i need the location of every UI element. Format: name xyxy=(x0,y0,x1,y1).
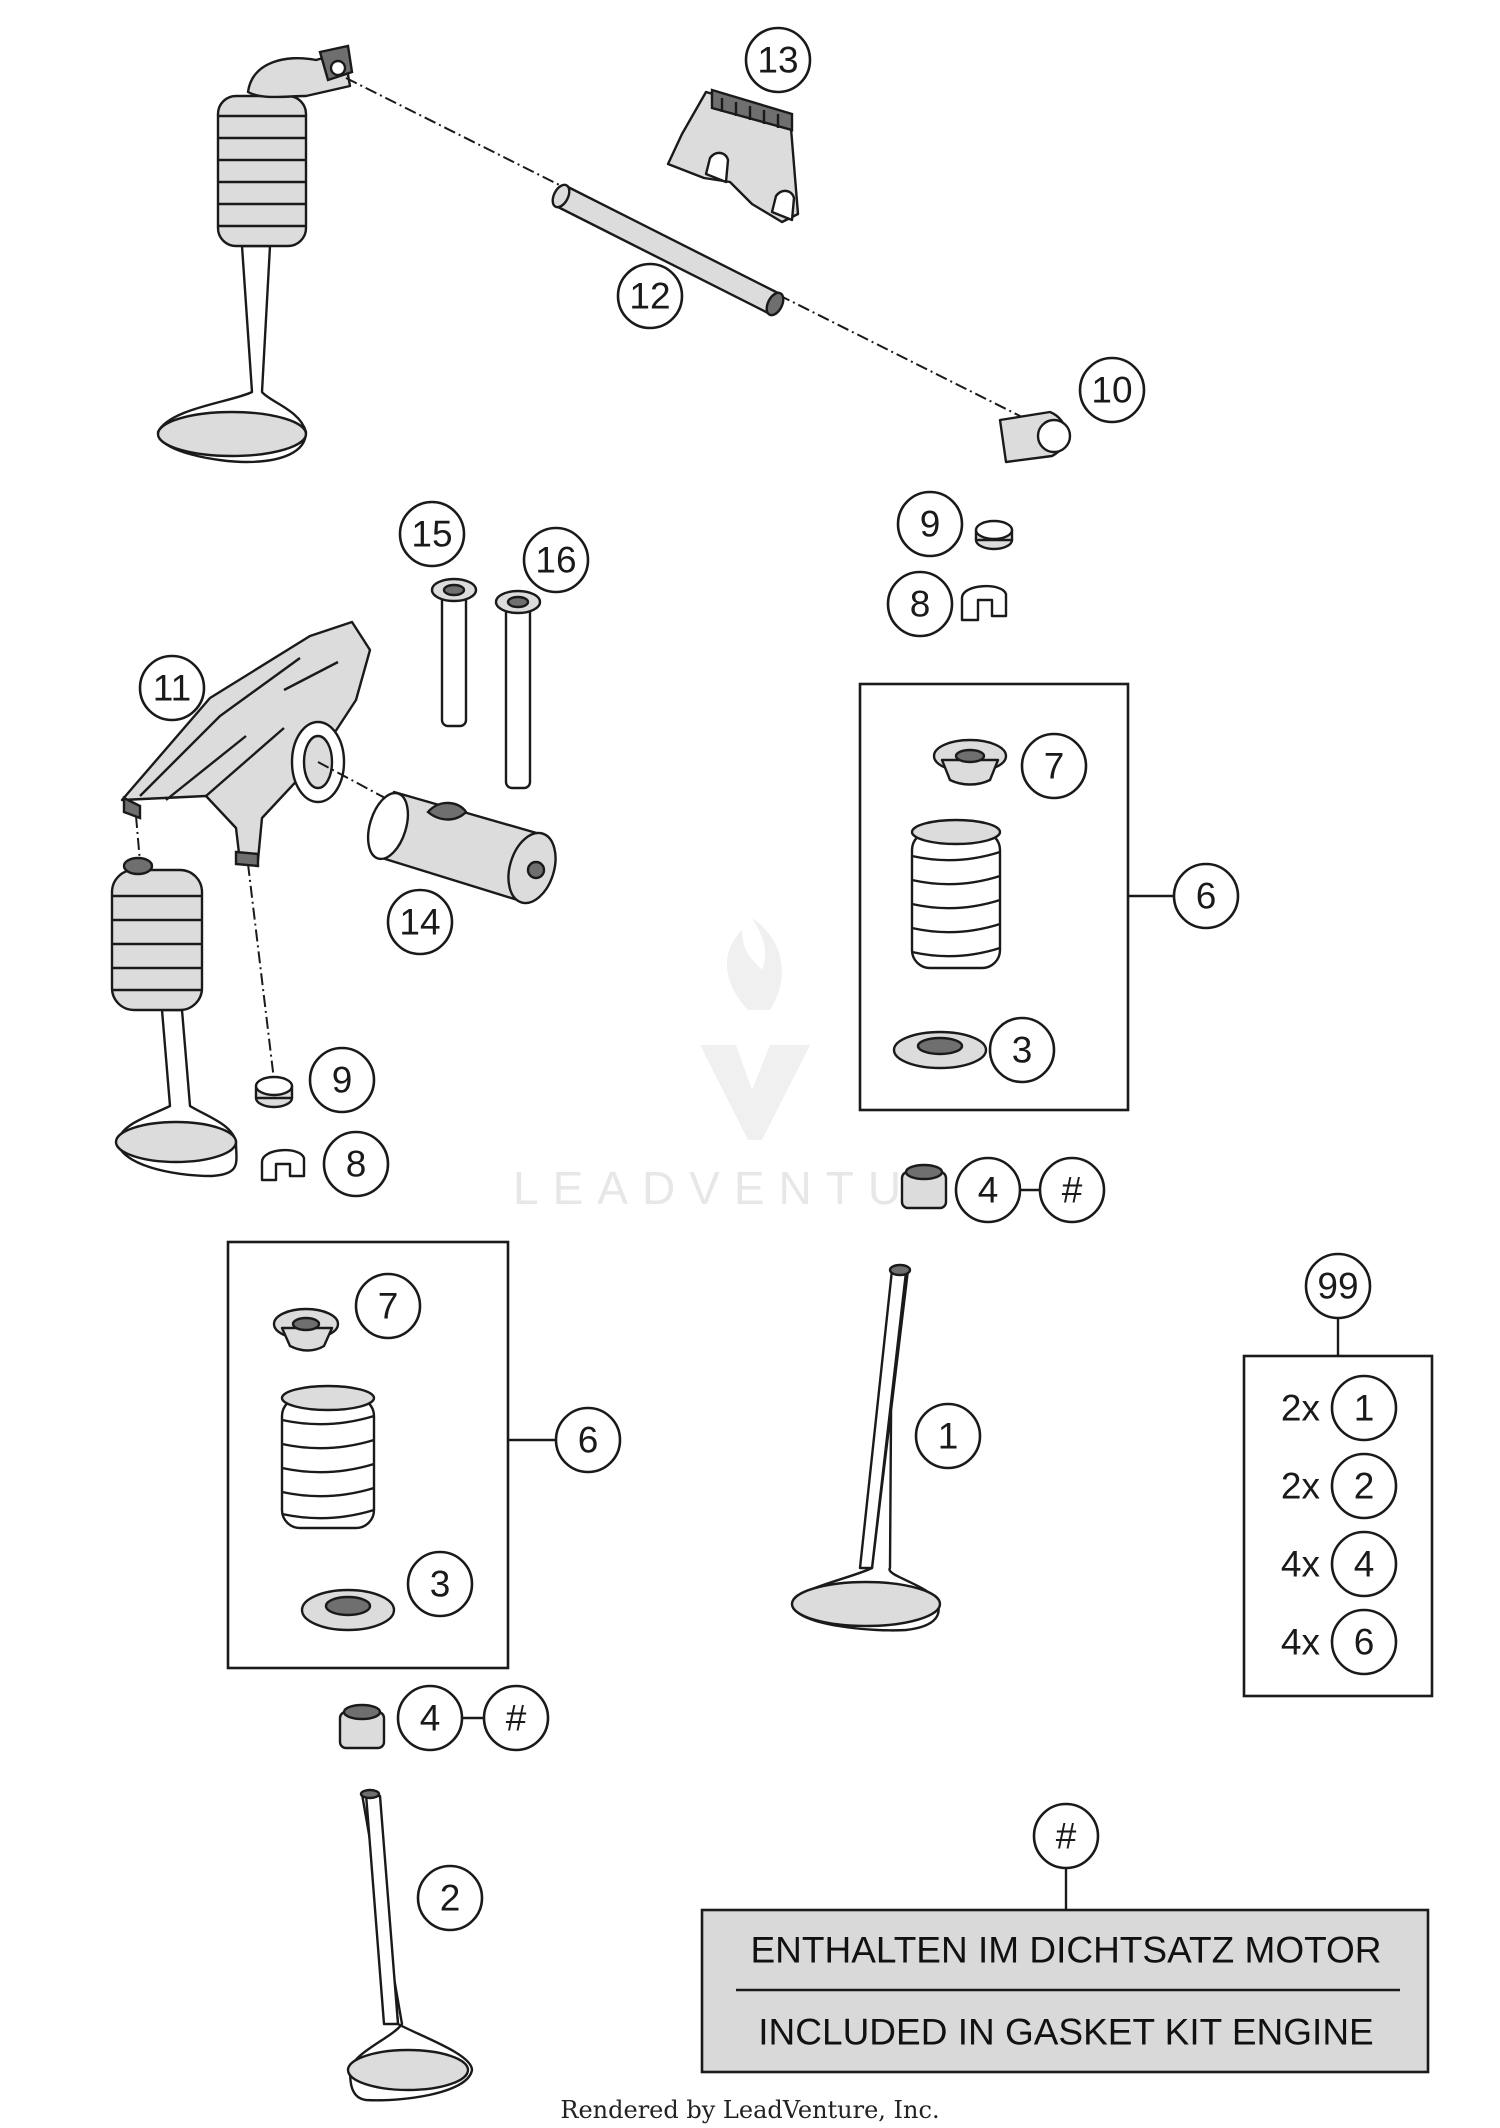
svg-text:#: # xyxy=(1056,1816,1077,1857)
callout-7-left[interactable]: 7 xyxy=(354,1272,422,1340)
svg-text:99: 99 xyxy=(1317,1266,1358,1307)
kit-99-row: 2x 2 xyxy=(1281,1452,1398,1520)
svg-text:14: 14 xyxy=(399,902,440,943)
kit-99-ref-callout[interactable]: 1 xyxy=(1330,1374,1398,1442)
callout-6-left[interactable]: 6 xyxy=(554,1406,622,1474)
svg-text:3: 3 xyxy=(1012,1030,1033,1071)
valve-keeper-part-8-left xyxy=(260,1148,306,1182)
callout-8-right[interactable]: 8 xyxy=(886,570,954,638)
svg-text:#: # xyxy=(1062,1170,1083,1211)
spring-retainer-part-7-left xyxy=(272,1307,340,1352)
kit-99-row: 4x 6 xyxy=(1281,1608,1398,1676)
svg-text:8: 8 xyxy=(910,584,931,625)
svg-text:12: 12 xyxy=(629,276,670,317)
cam-bridge-part-13 xyxy=(666,88,800,224)
callout-8-left[interactable]: 8 xyxy=(322,1130,390,1198)
callout-99[interactable]: 99 xyxy=(1304,1252,1372,1320)
callout-hash-left[interactable]: # xyxy=(482,1684,550,1752)
callout-6-right[interactable]: 6 xyxy=(1172,862,1240,930)
kit-99-ref-callout[interactable]: 4 xyxy=(1330,1530,1398,1598)
valve-stem-seal-part-4-right xyxy=(900,1163,948,1210)
callout-15[interactable]: 15 xyxy=(398,500,466,568)
svg-text:7: 7 xyxy=(378,1286,399,1327)
svg-text:4: 4 xyxy=(1354,1544,1375,1585)
svg-text:16: 16 xyxy=(535,540,576,581)
callout-9-right[interactable]: 9 xyxy=(896,490,964,558)
rocker-shaft-part-15 xyxy=(430,577,478,728)
callout-9-left[interactable]: 9 xyxy=(308,1046,376,1114)
callout-3-left[interactable]: 3 xyxy=(406,1550,474,1618)
callout-1[interactable]: 1 xyxy=(914,1402,982,1470)
valve-keeper-part-8-right xyxy=(960,584,1008,622)
svg-text:6: 6 xyxy=(1196,876,1217,917)
spring-seat-part-3-left xyxy=(300,1588,396,1632)
kit-99-ref-callout[interactable]: 2 xyxy=(1330,1452,1398,1520)
callout-3-right[interactable]: 3 xyxy=(988,1016,1056,1084)
rocker-arm-part-10 xyxy=(998,410,1072,464)
svg-text:6: 6 xyxy=(1354,1622,1375,1663)
svg-text:9: 9 xyxy=(332,1060,353,1101)
kit-99-qty: 2x xyxy=(1281,1388,1321,1429)
svg-text:13: 13 xyxy=(757,40,798,81)
svg-text:1: 1 xyxy=(1354,1388,1375,1429)
kit-99-ref-callout[interactable]: 6 xyxy=(1330,1608,1398,1676)
intake-valve-axis-line xyxy=(135,815,141,863)
rocker-arm-part-11 xyxy=(120,620,372,868)
callout-13[interactable]: 13 xyxy=(744,26,812,94)
svg-text:15: 15 xyxy=(411,514,452,555)
callout-4-right[interactable]: 4 xyxy=(954,1156,1022,1224)
svg-text:#: # xyxy=(506,1698,527,1739)
kit-99-box xyxy=(1242,1354,1434,1698)
kit-99-qty: 4x xyxy=(1281,1544,1321,1585)
svg-text:8: 8 xyxy=(346,1144,367,1185)
svg-text:11: 11 xyxy=(153,668,191,709)
note-line-german: ENTHALTEN IM DICHTSATZ MOTOR xyxy=(750,1930,1381,1971)
note-line-english: INCLUDED IN GASKET KIT ENGINE xyxy=(758,2012,1373,2053)
render-credit: Rendered by LeadVenture, Inc. xyxy=(560,2096,939,2124)
rocker-shaft-part-16 xyxy=(494,589,542,790)
exhaust-valve-assembly-top xyxy=(156,44,354,464)
svg-text:2: 2 xyxy=(440,1878,461,1919)
svg-text:6: 6 xyxy=(578,1420,599,1461)
intake-valve-part-2 xyxy=(346,1788,474,2102)
spring-set-box-left xyxy=(226,1240,510,1670)
exhaust-valve-part-1 xyxy=(790,1263,942,1632)
spring-retainer-part-7-right xyxy=(932,738,1008,786)
svg-text:7: 7 xyxy=(1044,746,1065,787)
kit-99-qty: 4x xyxy=(1281,1622,1321,1663)
callout-hash-note[interactable]: # xyxy=(1032,1802,1100,1870)
shim-part-9-right xyxy=(974,519,1014,551)
callout-hash-right[interactable]: # xyxy=(1038,1156,1106,1224)
callout-16[interactable]: 16 xyxy=(522,526,590,594)
leader-lines xyxy=(462,894,1174,1720)
valve-spring-part-right xyxy=(910,818,1002,970)
leadventure-flame-logo xyxy=(700,918,810,1140)
svg-text:2: 2 xyxy=(1354,1466,1375,1507)
callout-4-left[interactable]: 4 xyxy=(396,1684,464,1752)
kit-99-row: 4x 4 xyxy=(1281,1530,1398,1598)
callout-11[interactable]: 11 xyxy=(138,654,206,722)
rocker-roller-part-14 xyxy=(366,790,557,905)
callout-7-right[interactable]: 7 xyxy=(1020,732,1088,800)
spring-seat-part-3-right xyxy=(892,1030,988,1070)
svg-text:3: 3 xyxy=(430,1564,451,1605)
shim-axis-line xyxy=(247,863,275,1081)
valve-spring-part-left xyxy=(280,1384,376,1530)
svg-text:10: 10 xyxy=(1091,370,1132,411)
kit-99-row: 2x 1 xyxy=(1281,1374,1398,1442)
callout-14[interactable]: 14 xyxy=(386,888,454,956)
svg-text:1: 1 xyxy=(938,1416,959,1457)
shim-part-9-left xyxy=(254,1075,294,1109)
callout-10[interactable]: 10 xyxy=(1078,356,1146,424)
intake-valve-assembly-mid xyxy=(110,856,238,1178)
callout-2[interactable]: 2 xyxy=(416,1864,484,1932)
svg-text:9: 9 xyxy=(920,504,941,545)
svg-text:4: 4 xyxy=(978,1170,999,1211)
kit-99-qty: 2x xyxy=(1281,1466,1321,1507)
callout-12[interactable]: 12 xyxy=(616,262,684,330)
svg-text:4: 4 xyxy=(420,1698,441,1739)
camshaft-part-12 xyxy=(551,183,785,317)
valve-stem-seal-part-4-left xyxy=(338,1703,386,1750)
